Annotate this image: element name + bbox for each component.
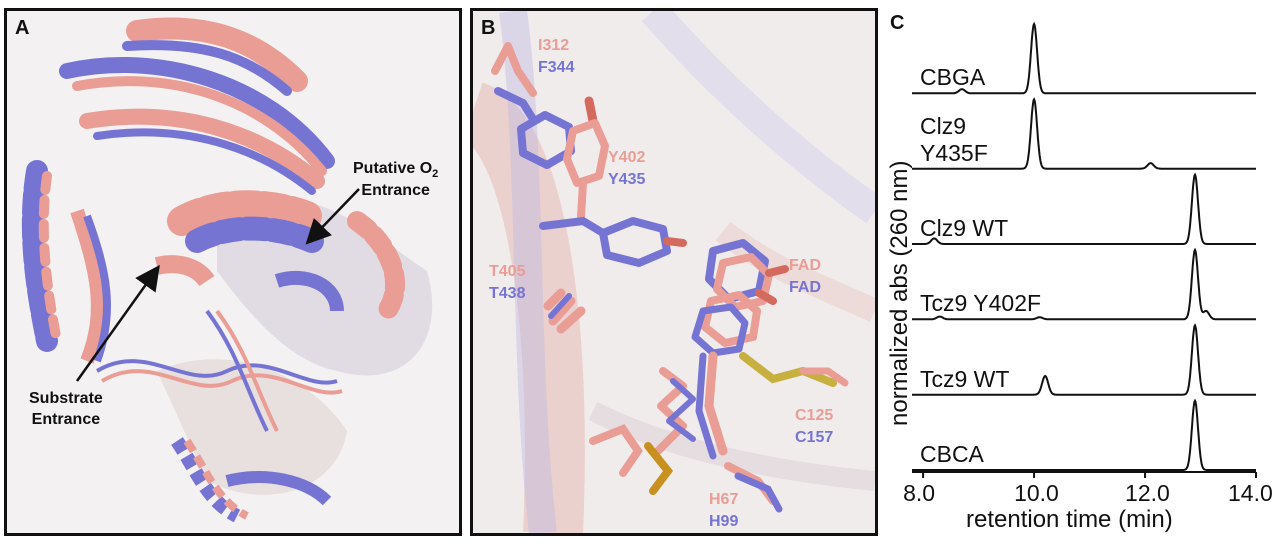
residue-blue: C157 bbox=[795, 428, 834, 446]
series-label-line: CBGA bbox=[920, 64, 986, 91]
x-tick-label: 10.0 bbox=[1014, 480, 1059, 506]
residue-blue: H99 bbox=[709, 512, 739, 530]
residue-blue: T438 bbox=[489, 284, 526, 302]
series-label-line: Tcz9 Y402F bbox=[920, 290, 1042, 317]
chromatogram-trace bbox=[912, 398, 1256, 471]
active-site-image-b bbox=[473, 11, 875, 533]
panel-a-letter: A bbox=[15, 17, 30, 39]
residue-salmon: H67 bbox=[709, 491, 739, 508]
residue-blue: FAD bbox=[789, 278, 821, 296]
residue-salmon: C125 bbox=[795, 407, 834, 424]
residue-label-fad: FAD FAD bbox=[789, 255, 821, 298]
chromatogram-trace bbox=[912, 172, 1256, 245]
residue-label-c125-c157: C125 C157 bbox=[795, 405, 833, 448]
chromatogram-chart bbox=[912, 21, 1257, 478]
series-label-line: CBCA bbox=[920, 441, 984, 467]
residue-label-t405-t438: T405 T438 bbox=[489, 261, 525, 304]
series-label: CBGA bbox=[920, 64, 985, 91]
series-label: Clz9 WT bbox=[920, 215, 1008, 242]
x-tick-label: 12.0 bbox=[1125, 480, 1170, 506]
substrate-entrance-label: Substrate Entrance bbox=[29, 389, 103, 431]
chromatogram-trace bbox=[912, 247, 1256, 321]
chromatogram-trace bbox=[912, 97, 1256, 170]
residue-blue: F344 bbox=[538, 58, 575, 76]
residue-salmon: FAD bbox=[789, 257, 821, 274]
x-tick-label: 8.0 bbox=[903, 480, 936, 506]
panel-b-letter: B bbox=[481, 17, 496, 39]
series-label-line: Tcz9 WT bbox=[920, 365, 1010, 392]
series-label: CBCA bbox=[920, 441, 984, 468]
residue-salmon: I312 bbox=[538, 37, 570, 54]
x-tick-label: 14.0 bbox=[1228, 480, 1273, 506]
series-label-line: Y435F bbox=[920, 139, 988, 166]
x-axis-label: retention time (min) bbox=[966, 506, 1173, 533]
residue-salmon: Y402 bbox=[608, 149, 646, 166]
chromatogram-trace bbox=[912, 323, 1256, 396]
protein-structure-image-a bbox=[21, 17, 433, 523]
residue-label-y402-y435: Y402 Y435 bbox=[608, 147, 645, 190]
chromatogram-trace bbox=[912, 21, 1256, 95]
y-axis-label: normalized abs (260 nm) bbox=[886, 160, 913, 426]
residue-label-h67-h99: H67 H99 bbox=[709, 489, 738, 532]
residue-label-i312-f344: I312 F344 bbox=[538, 35, 574, 78]
substrate-label-line1: Substrate bbox=[29, 390, 103, 407]
panel-a: A Putative O2 Entrance Substrate Entranc… bbox=[4, 8, 462, 536]
substrate-label-line2: Entrance bbox=[31, 410, 101, 428]
panel-b: B I312 F344 Y402 Y435 T405 T438 FAD FAD … bbox=[470, 8, 878, 536]
residue-salmon: T405 bbox=[489, 263, 526, 280]
putative-o2-entrance-label: Putative O2 Entrance bbox=[353, 159, 438, 202]
putative-label-line2: Entrance bbox=[361, 182, 430, 200]
series-label: Tcz9 Y402F bbox=[920, 290, 1041, 317]
panel-c-letter: C bbox=[890, 12, 905, 34]
series-label-line: Clz9 WT bbox=[920, 215, 1009, 241]
putative-label-line1: Putative O bbox=[353, 160, 433, 177]
series-label-line: Clz9 bbox=[920, 112, 967, 139]
residue-blue: Y435 bbox=[608, 170, 646, 188]
series-label: Tcz9 WT bbox=[920, 366, 1009, 393]
putative-label-subscript: 2 bbox=[432, 168, 439, 181]
